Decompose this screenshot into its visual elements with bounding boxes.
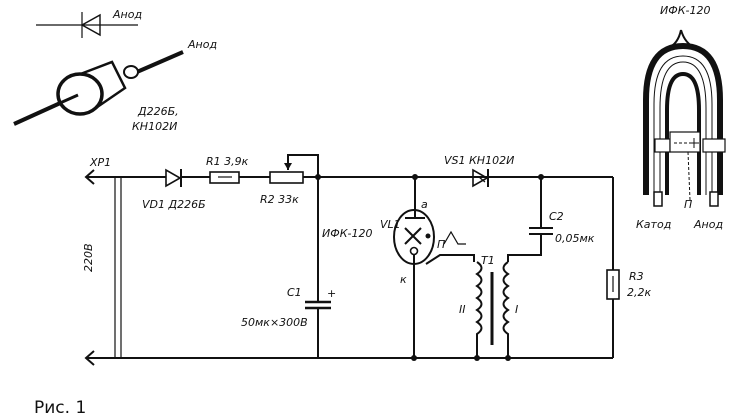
lamp-trigger-lead [687, 151, 691, 201]
connector-label: XP1 [89, 156, 111, 169]
diode-package-drawing: Анод Д226Б, КН102И [13, 38, 217, 133]
transformer-t1: T1 II I [459, 254, 518, 361]
vd1-label: VD1 Д226Б [142, 198, 206, 211]
vl1-anode-pin: а [421, 198, 428, 211]
vl1-cathode-pin: к [400, 273, 407, 286]
lamp-trigger-band [669, 131, 701, 153]
c1-value: 50мк×300В [241, 316, 308, 329]
c1-polarity: + [327, 287, 336, 300]
vl1-trigger-pin: П [437, 238, 445, 251]
lamp-anode-pin [709, 191, 719, 207]
vl1-label: VL1 [380, 218, 401, 231]
t1-winding-1-label: I [515, 303, 518, 316]
r3-value: 2,2к [627, 286, 651, 299]
schematic: XP1 220В VD1 Д226Б R1 3,9к R2 33к [82, 154, 651, 366]
diode-anode-label: Анод [112, 8, 142, 21]
capacitor-c2: C2 0,05мк [507, 174, 595, 262]
figure-caption: Рис. 1 [34, 398, 86, 417]
lamp-cathode-band [654, 138, 671, 153]
pulse-icon [443, 230, 466, 245]
diode-package-anode-label: Анод [187, 38, 217, 51]
t1-winding-1 [502, 261, 510, 358]
flash-lamp-vl1: VL1 а к П [380, 174, 475, 358]
diode-part-number-2: КН102И [132, 120, 177, 133]
c1-label: C1 [287, 286, 302, 299]
diode-symbol-triangle [80, 13, 101, 37]
supply-voltage-label: 220В [82, 243, 95, 272]
lamp-title: ИФК-120 [660, 4, 710, 17]
t1-label: T1 [481, 254, 495, 267]
connector-xp1: XP1 220В [82, 156, 122, 366]
diode-symbol-legend: Анод [36, 8, 142, 38]
vs1-label: VS1 КН102И [444, 154, 514, 167]
lamp-inner-tube [665, 71, 701, 195]
dinistor-vs1: VS1 КН102И [444, 154, 514, 188]
resistor-r1: R1 3,9к [206, 155, 249, 184]
lamp-ifk120-drawing: ИФК-120 Катод П Анод [636, 4, 726, 231]
c2-value: 0,05мк [555, 232, 595, 245]
vl1-type-label: ИФК-120 [322, 227, 372, 240]
r2-label: R2 33к [260, 193, 299, 206]
resistor-r3: R3 2,2к [606, 177, 651, 358]
diode-part-number-1: Д226Б, [137, 105, 179, 118]
lamp-cathode-label: Катод [636, 218, 671, 231]
t1-winding-2 [475, 261, 483, 358]
r1-label: R1 3,9к [206, 155, 249, 168]
capacitor-c1: C1 + 50мк×300В ИФК-120 [241, 177, 372, 358]
c2-label: C2 [549, 210, 564, 223]
lamp-anode-label: Анод [693, 218, 723, 231]
diode-vd1: VD1 Д226Б [142, 168, 206, 211]
lamp-outer-tube [643, 42, 723, 195]
lamp-anode-band [702, 138, 726, 153]
t1-winding-2-label: II [459, 303, 466, 316]
potentiometer-r2: R2 33к [260, 154, 319, 206]
r3-label: R3 [629, 270, 644, 283]
lamp-cathode-pin [653, 191, 663, 207]
lamp-trigger-label: П [684, 198, 692, 211]
diode-body-face [56, 72, 104, 116]
